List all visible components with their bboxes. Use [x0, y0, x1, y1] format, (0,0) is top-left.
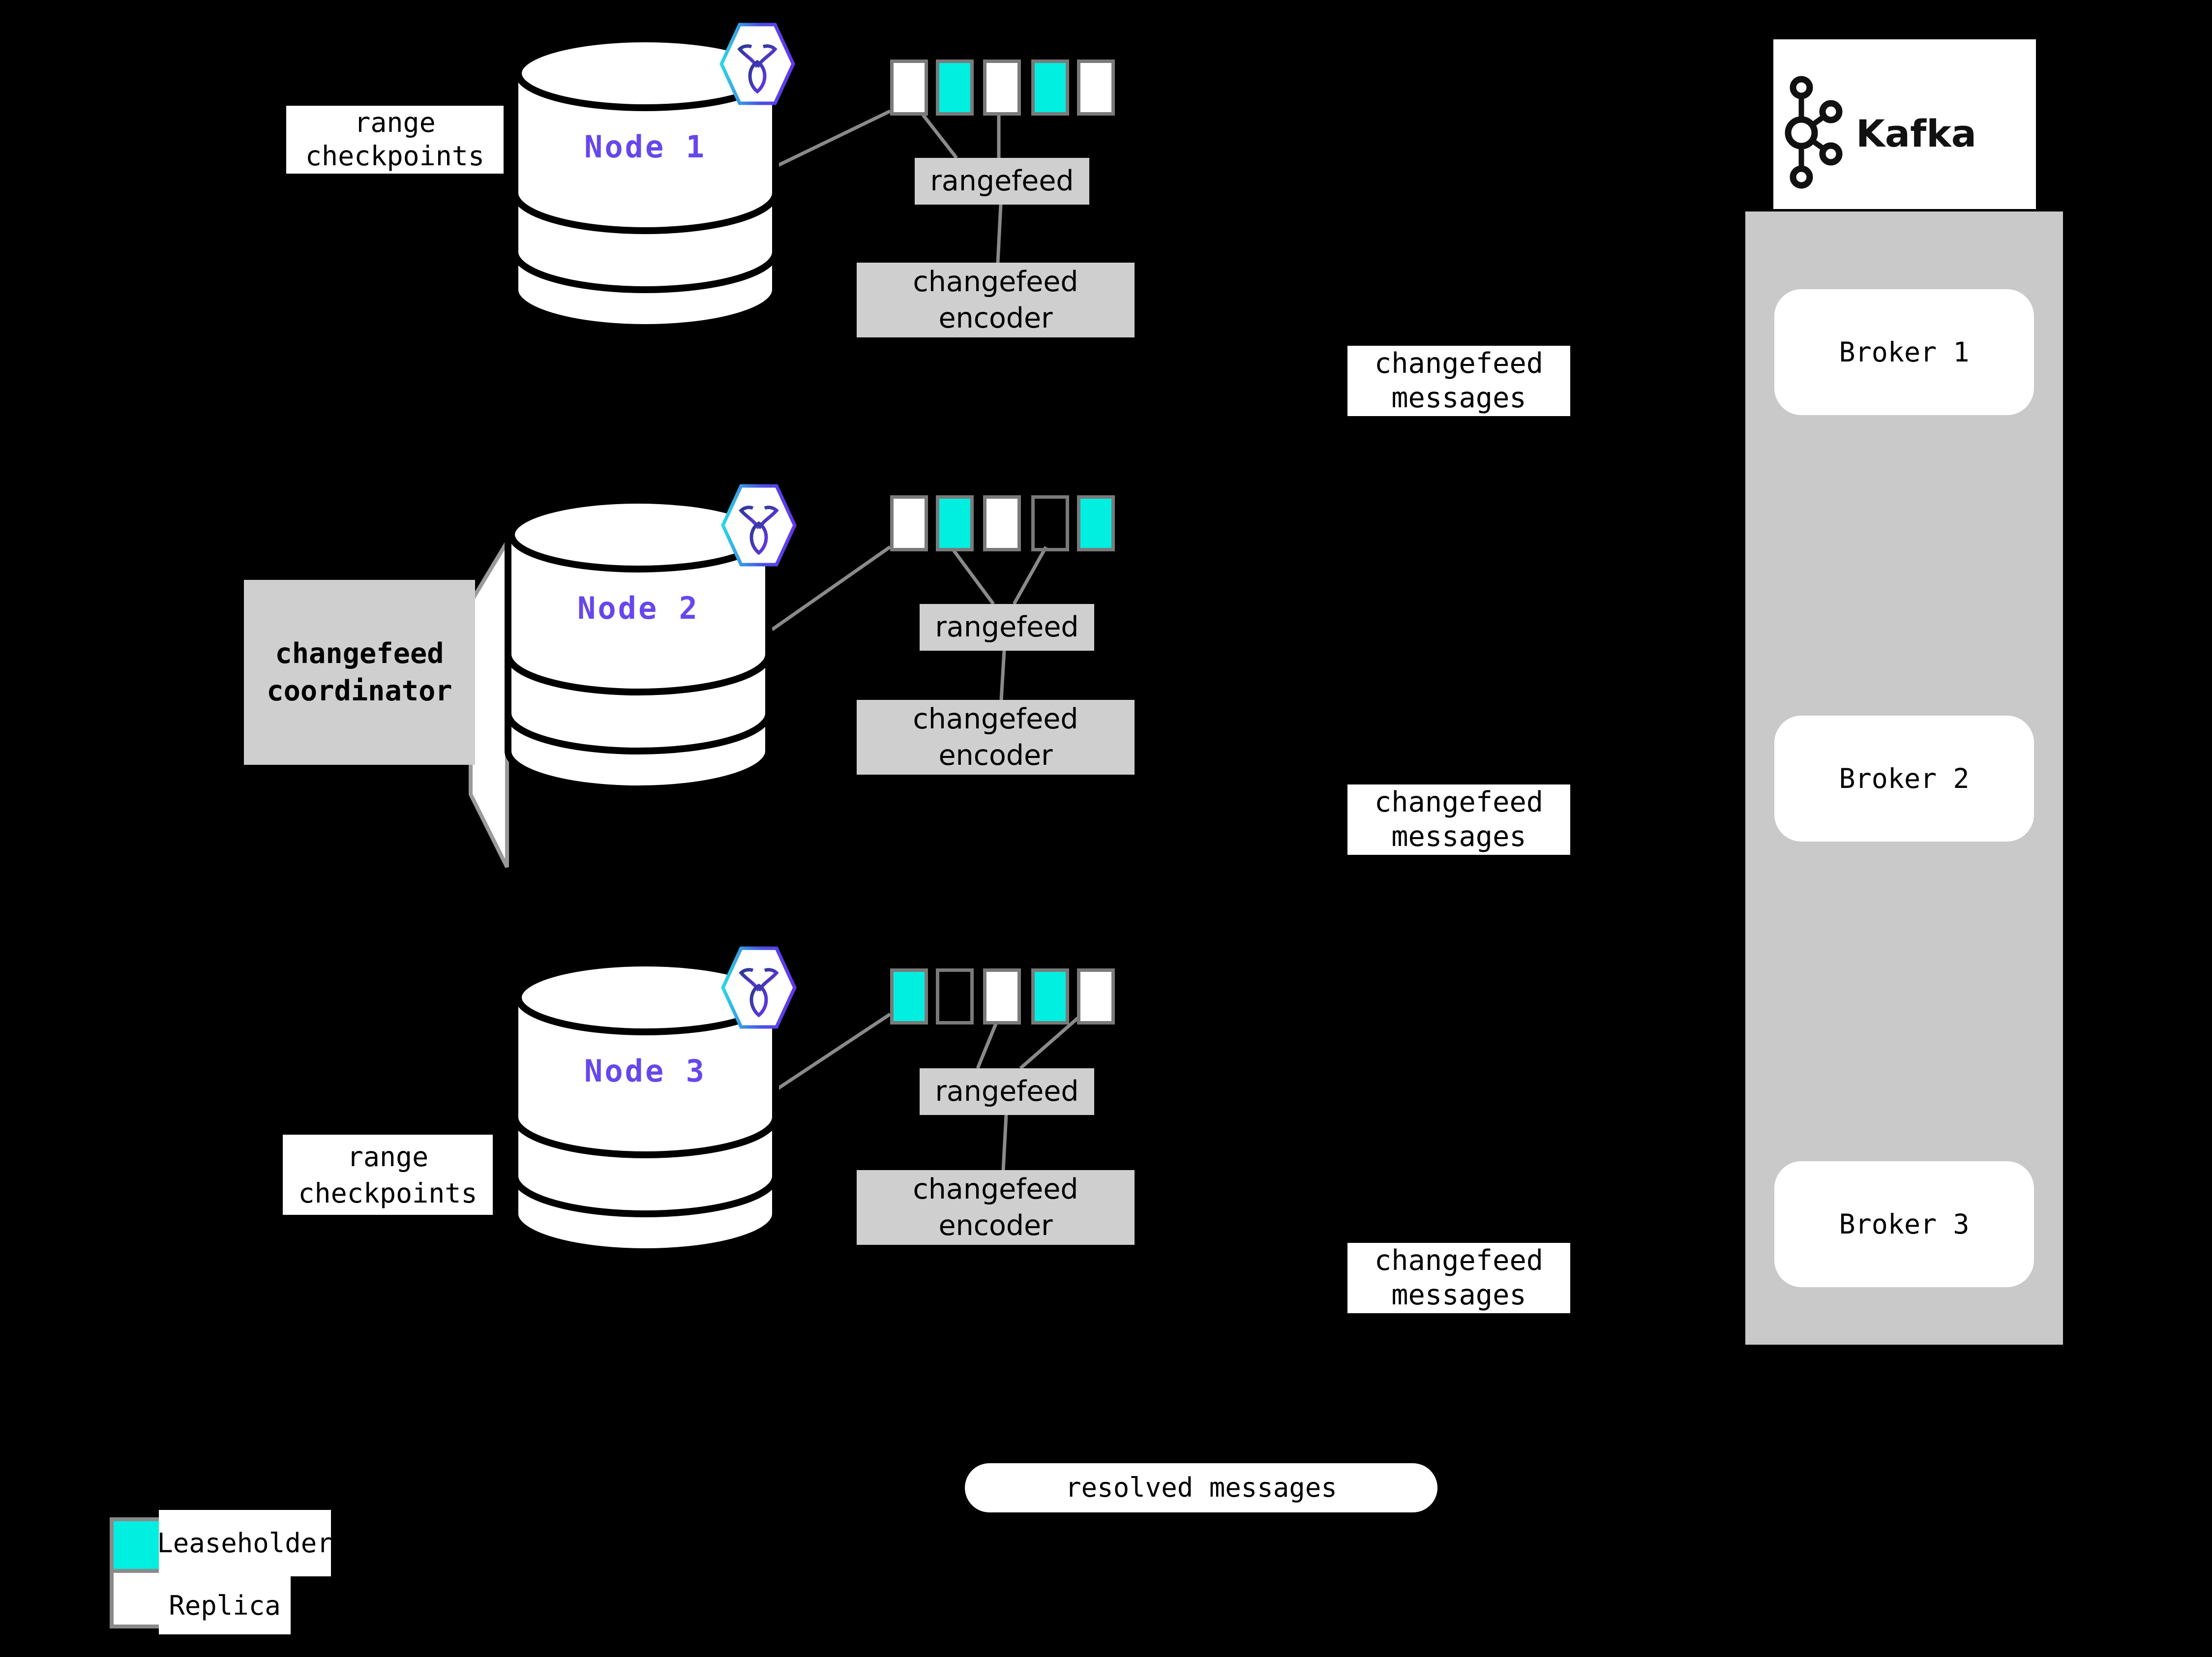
- node1-label: Node 1: [584, 129, 706, 165]
- cfmsg-line1: changefeed: [1374, 1244, 1544, 1277]
- cockroachdb-hexagon-icon: [719, 23, 795, 105]
- range-square: [936, 60, 974, 116]
- line-node2-to-ranges: [771, 545, 892, 631]
- line-range3-to-rangefeed3: [976, 1016, 1001, 1069]
- range-square: [1077, 60, 1115, 116]
- legend-replica-swatch: [110, 1569, 167, 1628]
- range-checkpoints-line1: range: [347, 1141, 429, 1173]
- node2-cylinder: [505, 497, 772, 792]
- line-rangefeed2-to-encoder2: [999, 650, 1006, 700]
- cfmsg-line1: changefeed: [1374, 786, 1544, 818]
- changefeed-messages-label-2: changefeed messages: [1347, 784, 1570, 855]
- range-checkpoints-label-bottom: range checkpoints: [283, 1135, 493, 1215]
- range-square: [936, 968, 974, 1024]
- range-square: [1077, 495, 1115, 551]
- line-range1-to-rangefeed1: [919, 110, 958, 159]
- line-range5-to-rangefeed3: [1019, 1015, 1081, 1070]
- encoder-line2: encoder: [938, 739, 1053, 772]
- changefeed-encoder-box-node1: changefeed encoder: [857, 263, 1135, 337]
- line-range4-to-rangefeed2: [1012, 546, 1048, 605]
- legend-leaseholder-label: Leaseholder: [157, 1510, 333, 1576]
- changefeed-encoder-box-node3: changefeed encoder: [857, 1170, 1135, 1245]
- coordinator-line2: coordinator: [267, 675, 452, 707]
- line-node3-to-ranges: [771, 1013, 891, 1094]
- node3-label: Node 3: [584, 1053, 706, 1089]
- line-rangefeed3-to-encoder3: [1001, 1115, 1008, 1171]
- broker-3: Broker 3: [1774, 1161, 2034, 1287]
- changefeed-encoder-box-node2: changefeed encoder: [857, 700, 1135, 775]
- line-node1-to-ranges: [771, 109, 891, 170]
- changefeed-messages-label-1: changefeed messages: [1347, 346, 1570, 416]
- cfmsg-line2: messages: [1391, 1279, 1526, 1311]
- cfmsg-line2: messages: [1391, 820, 1526, 853]
- legend-replica-label: Replica: [159, 1576, 291, 1634]
- range-checkpoints-line2: checkpoints: [305, 140, 485, 172]
- kafka-logo-icon: Kafka: [1785, 76, 1976, 189]
- encoder-line1: changefeed: [913, 703, 1078, 735]
- changefeed-messages-label-3: changefeed messages: [1347, 1243, 1570, 1313]
- cfmsg-line1: changefeed: [1374, 347, 1544, 380]
- range-square: [983, 60, 1021, 116]
- cfmsg-line2: messages: [1391, 382, 1526, 414]
- range-square: [1077, 968, 1115, 1024]
- cockroachdb-hexagon-icon: [721, 946, 797, 1029]
- range-square: [1031, 60, 1069, 116]
- rangefeed-box-node3: rangefeed: [920, 1068, 1094, 1115]
- range-checkpoints-line1: range: [354, 107, 436, 138]
- connector-lines: [771, 109, 1081, 1171]
- encoder-line2: encoder: [938, 1209, 1053, 1242]
- changefeed-coordinator-box: changefeed coordinator: [244, 580, 475, 765]
- node1-cylinder: [511, 35, 779, 331]
- range-square: [890, 968, 928, 1024]
- kafka-logo-text: Kafka: [1856, 112, 1976, 155]
- range-square: [1031, 968, 1069, 1024]
- node3-cylinder: [511, 960, 779, 1255]
- rangefeed-box-node2: rangefeed: [920, 604, 1094, 651]
- node2-label: Node 2: [577, 590, 699, 626]
- broker-1: Broker 1: [1774, 289, 2034, 415]
- kafka-logo-box: Kafka: [1773, 39, 2036, 209]
- cockroachdb-hexagon-icon: [721, 484, 797, 567]
- range-checkpoints-line2: checkpoints: [298, 1177, 478, 1209]
- coordinator-line1: changefeed: [275, 637, 444, 670]
- line-range2-to-rangefeed2: [950, 545, 995, 605]
- range-square: [983, 968, 1021, 1024]
- encoder-line1: changefeed: [913, 266, 1078, 298]
- broker-2: Broker 2: [1774, 716, 2034, 842]
- range-square: [890, 495, 928, 551]
- line-rangefeed1-to-encoder1: [996, 204, 1003, 263]
- encoder-line2: encoder: [938, 302, 1053, 334]
- range-square: [936, 495, 974, 551]
- coordinator-flag-ribbon: [469, 535, 509, 868]
- range-checkpoints-label-top: range checkpoints: [286, 106, 504, 174]
- encoder-line1: changefeed: [913, 1173, 1078, 1205]
- range-square: [890, 60, 928, 116]
- resolved-messages-pill: resolved messages: [965, 1463, 1437, 1512]
- range-square: [983, 495, 1021, 551]
- range-square: [1031, 495, 1069, 551]
- rangefeed-box-node1: rangefeed: [915, 158, 1089, 205]
